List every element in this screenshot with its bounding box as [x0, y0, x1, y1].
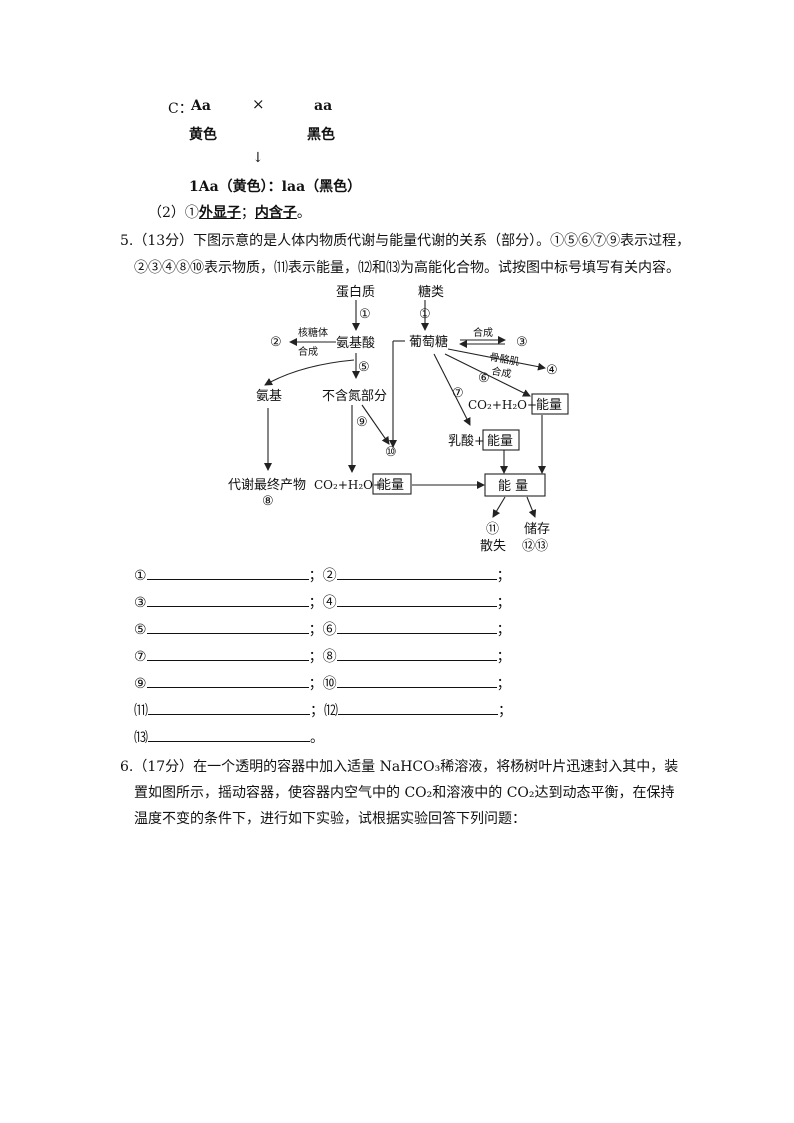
part2-end: 。 — [296, 205, 311, 221]
diagram-n12-13: ⑫⑬ — [522, 539, 548, 554]
q6-line3: 温度不变的条件下，进行如下实验，试根据实验回答下列问题： — [134, 811, 526, 827]
diagram-synth2: 合成 — [473, 326, 493, 339]
blank-label-4: ④ — [322, 595, 337, 611]
diagram-ribosome: 核糖体 — [298, 326, 328, 339]
blank-label-2: ② — [322, 568, 337, 584]
diagram-co2-1: CO₂+H₂O+ — [468, 398, 537, 412]
cross-times: × — [252, 95, 265, 113]
q5-line2: ②③④⑧⑩表示物质，⑾表示能量，⑿和⒀为高能化合物。试按图中标号填写有关内容。 — [134, 260, 680, 276]
blank-12[interactable] — [338, 700, 498, 715]
diagram-n1a: ① — [359, 307, 371, 322]
blank-semi: ； — [308, 595, 323, 611]
blank-semi: ； — [308, 676, 323, 692]
cross-pheno2: 黑色 — [307, 127, 335, 143]
blank-semi: ； — [308, 649, 323, 665]
blank-semi: ； — [308, 622, 323, 638]
cross-parent1: Aa — [191, 98, 211, 114]
blank-row-4: ⑦；⑧； — [134, 646, 511, 666]
part2-answer1: 外显子 — [198, 205, 241, 221]
blank-3[interactable] — [146, 592, 309, 607]
diagram-protein: 蛋白质 — [336, 284, 375, 300]
blank-label-11: ⑾ — [134, 703, 148, 719]
blank-label-9: ⑨ — [134, 676, 147, 692]
blank-label-1: ① — [134, 568, 147, 584]
blank-semi: ； — [310, 703, 324, 719]
blank-semi: ； — [498, 703, 512, 719]
diagram-n10: ⑩ — [385, 445, 397, 460]
blank-semi: ； — [496, 622, 511, 638]
q5-line1: 5.（13分）下图示意的是人体内物质代谢与能量代谢的关系（部分）。①⑤⑥⑦⑨表示… — [120, 233, 691, 249]
blank-4[interactable] — [336, 592, 497, 607]
diagram-synth1: 合成 — [298, 345, 318, 358]
blank-end: 。 — [310, 730, 324, 746]
blank-semi: ； — [496, 568, 511, 584]
blank-label-6: ⑥ — [322, 622, 337, 638]
diagram-lactic: 乳酸+ — [448, 434, 485, 449]
blank-label-8: ⑧ — [322, 649, 337, 665]
diagram-n2: ② — [270, 335, 282, 350]
diagram-n6: ⑥ — [478, 371, 490, 386]
part2-answer: （2）①外显子；内含子。 — [148, 202, 311, 222]
diagram-energy-total: 能 量 — [498, 479, 528, 494]
diagram-energy2: 能量 — [487, 434, 513, 449]
q6-line1: 6.（17分）在一个透明的容器中加入适量 NaHCO₃稀溶液，将杨树叶片迅速封入… — [120, 759, 679, 775]
q6-line2: 置如图所示，摇动容器，使容器内空气中的 CO₂和溶液中的 CO₂达到动态平衡，在… — [134, 785, 675, 801]
blank-8[interactable] — [336, 646, 497, 661]
part2-prefix: （2）① — [148, 205, 199, 221]
diagram-glucose: 葡萄糖 — [409, 334, 448, 350]
diagram-non-n: 不含氮部分 — [322, 388, 387, 404]
blank-6[interactable] — [336, 619, 497, 634]
cross-label-c: C： — [168, 101, 193, 117]
cross-pheno1: 黄色 — [189, 127, 217, 143]
diagram-n11: ⑪ — [486, 522, 499, 537]
metabolism-diagram: 蛋白质 糖类 ① ① 核糖体 合成 ② 氨基酸 葡萄糖 合成 ③ 骨骼肌 合成 … — [228, 284, 569, 554]
diagram-energy1: 能量 — [536, 398, 562, 413]
diagram-n9: ⑨ — [356, 415, 368, 430]
blank-label-10: ⑩ — [322, 676, 337, 692]
diagram-synth3: 合成 — [490, 364, 512, 380]
part2-answer2: 内含子 — [254, 205, 297, 221]
blank-semi: ； — [308, 568, 323, 584]
blank-label-12: ⑿ — [324, 703, 338, 719]
cross-result: 1Aa（黄色）：laa（黑色） — [189, 179, 362, 195]
blank-label-7: ⑦ — [134, 649, 147, 665]
blank-7[interactable] — [146, 646, 309, 661]
cross-parent2: aa — [314, 98, 333, 114]
diagram-co2-2: CO₂+H₂O+ — [314, 478, 383, 492]
blank-9[interactable] — [146, 673, 309, 688]
diagram-n3: ③ — [516, 335, 528, 350]
diagram-n5: ⑤ — [358, 360, 370, 375]
blank-row-6: ⑾；⑿； — [134, 700, 512, 720]
diagram-n4: ④ — [546, 363, 558, 378]
diagram-lost: 散失 — [480, 539, 506, 554]
blank-label-13: ⒀ — [134, 730, 148, 746]
diagram-amino-group: 氨基 — [256, 389, 282, 404]
cross-arrow: ↓ — [252, 150, 264, 166]
diagram-energy3: 能量 — [378, 478, 404, 493]
blank-13[interactable] — [148, 727, 310, 742]
blank-label-3: ③ — [134, 595, 147, 611]
diagram-n7: ⑦ — [452, 386, 464, 401]
blank-row-7: ⒀。 — [134, 727, 324, 747]
blank-row-2: ③；④； — [134, 592, 511, 612]
diagram-amino-acid: 氨基酸 — [336, 336, 375, 351]
part2-sep: ； — [240, 205, 255, 221]
blank-row-3: ⑤；⑥； — [134, 619, 511, 639]
blank-11[interactable] — [148, 700, 310, 715]
blank-10[interactable] — [336, 673, 497, 688]
blank-semi: ； — [496, 595, 511, 611]
diagram-sugar: 糖类 — [418, 284, 444, 300]
diagram-final-product: 代谢最终产物 — [228, 477, 306, 493]
blank-5[interactable] — [146, 619, 309, 634]
blank-label-5: ⑤ — [134, 622, 147, 638]
blank-row-5: ⑨；⑩； — [134, 673, 511, 693]
blank-2[interactable] — [336, 565, 497, 580]
blank-row-1: ①；②； — [134, 565, 511, 585]
diagram-store: 储存 — [524, 522, 550, 537]
blank-semi: ； — [496, 676, 511, 692]
diagram-n8: ⑧ — [262, 494, 274, 509]
blank-1[interactable] — [146, 565, 309, 580]
diagram-n1b: ① — [419, 307, 431, 322]
blank-semi: ； — [496, 649, 511, 665]
